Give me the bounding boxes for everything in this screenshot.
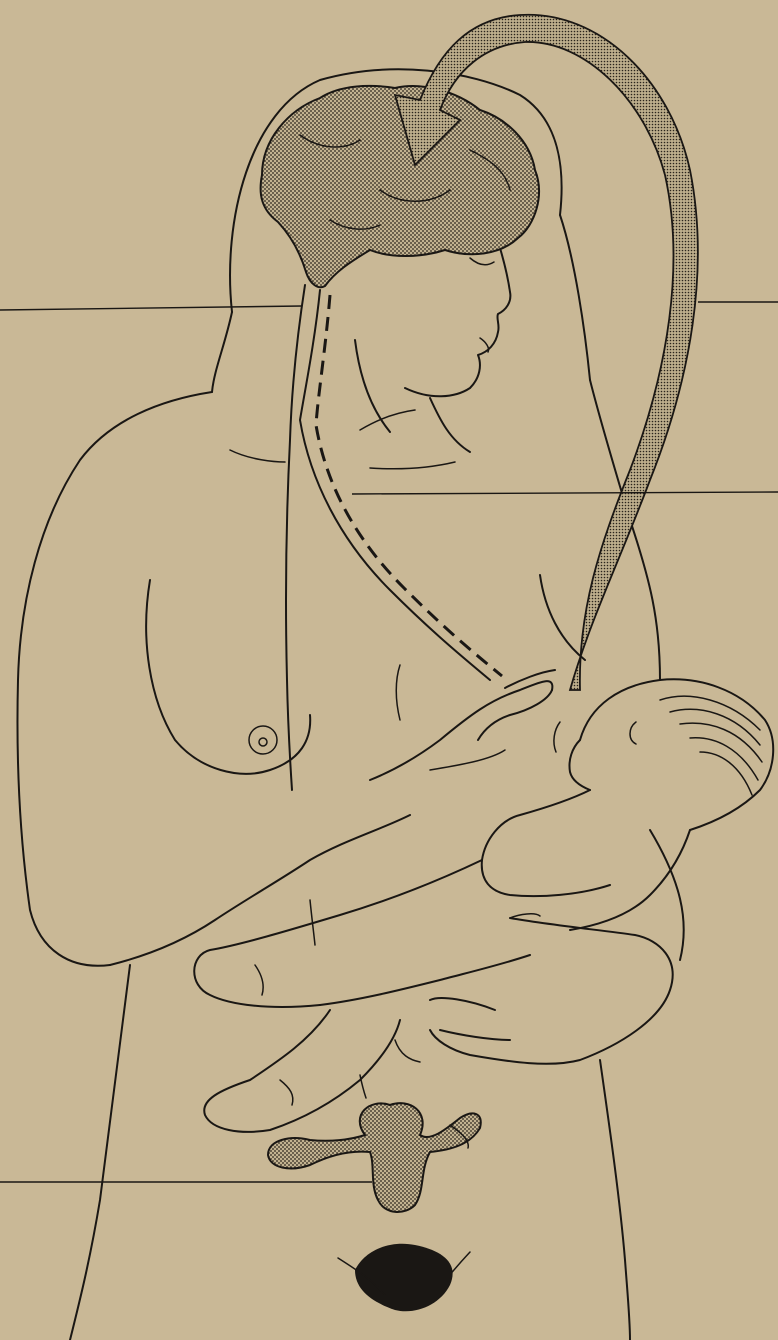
uterus — [268, 1103, 481, 1212]
nerve-pathway — [286, 285, 502, 1098]
hormone-pathway-arrow — [395, 15, 698, 690]
leader-line-brain — [0, 306, 302, 310]
infant — [194, 679, 773, 1132]
brain — [261, 86, 539, 287]
leader-line-nerve — [352, 492, 778, 494]
mother-arms — [110, 670, 684, 1064]
pubic-hair — [338, 1244, 470, 1312]
